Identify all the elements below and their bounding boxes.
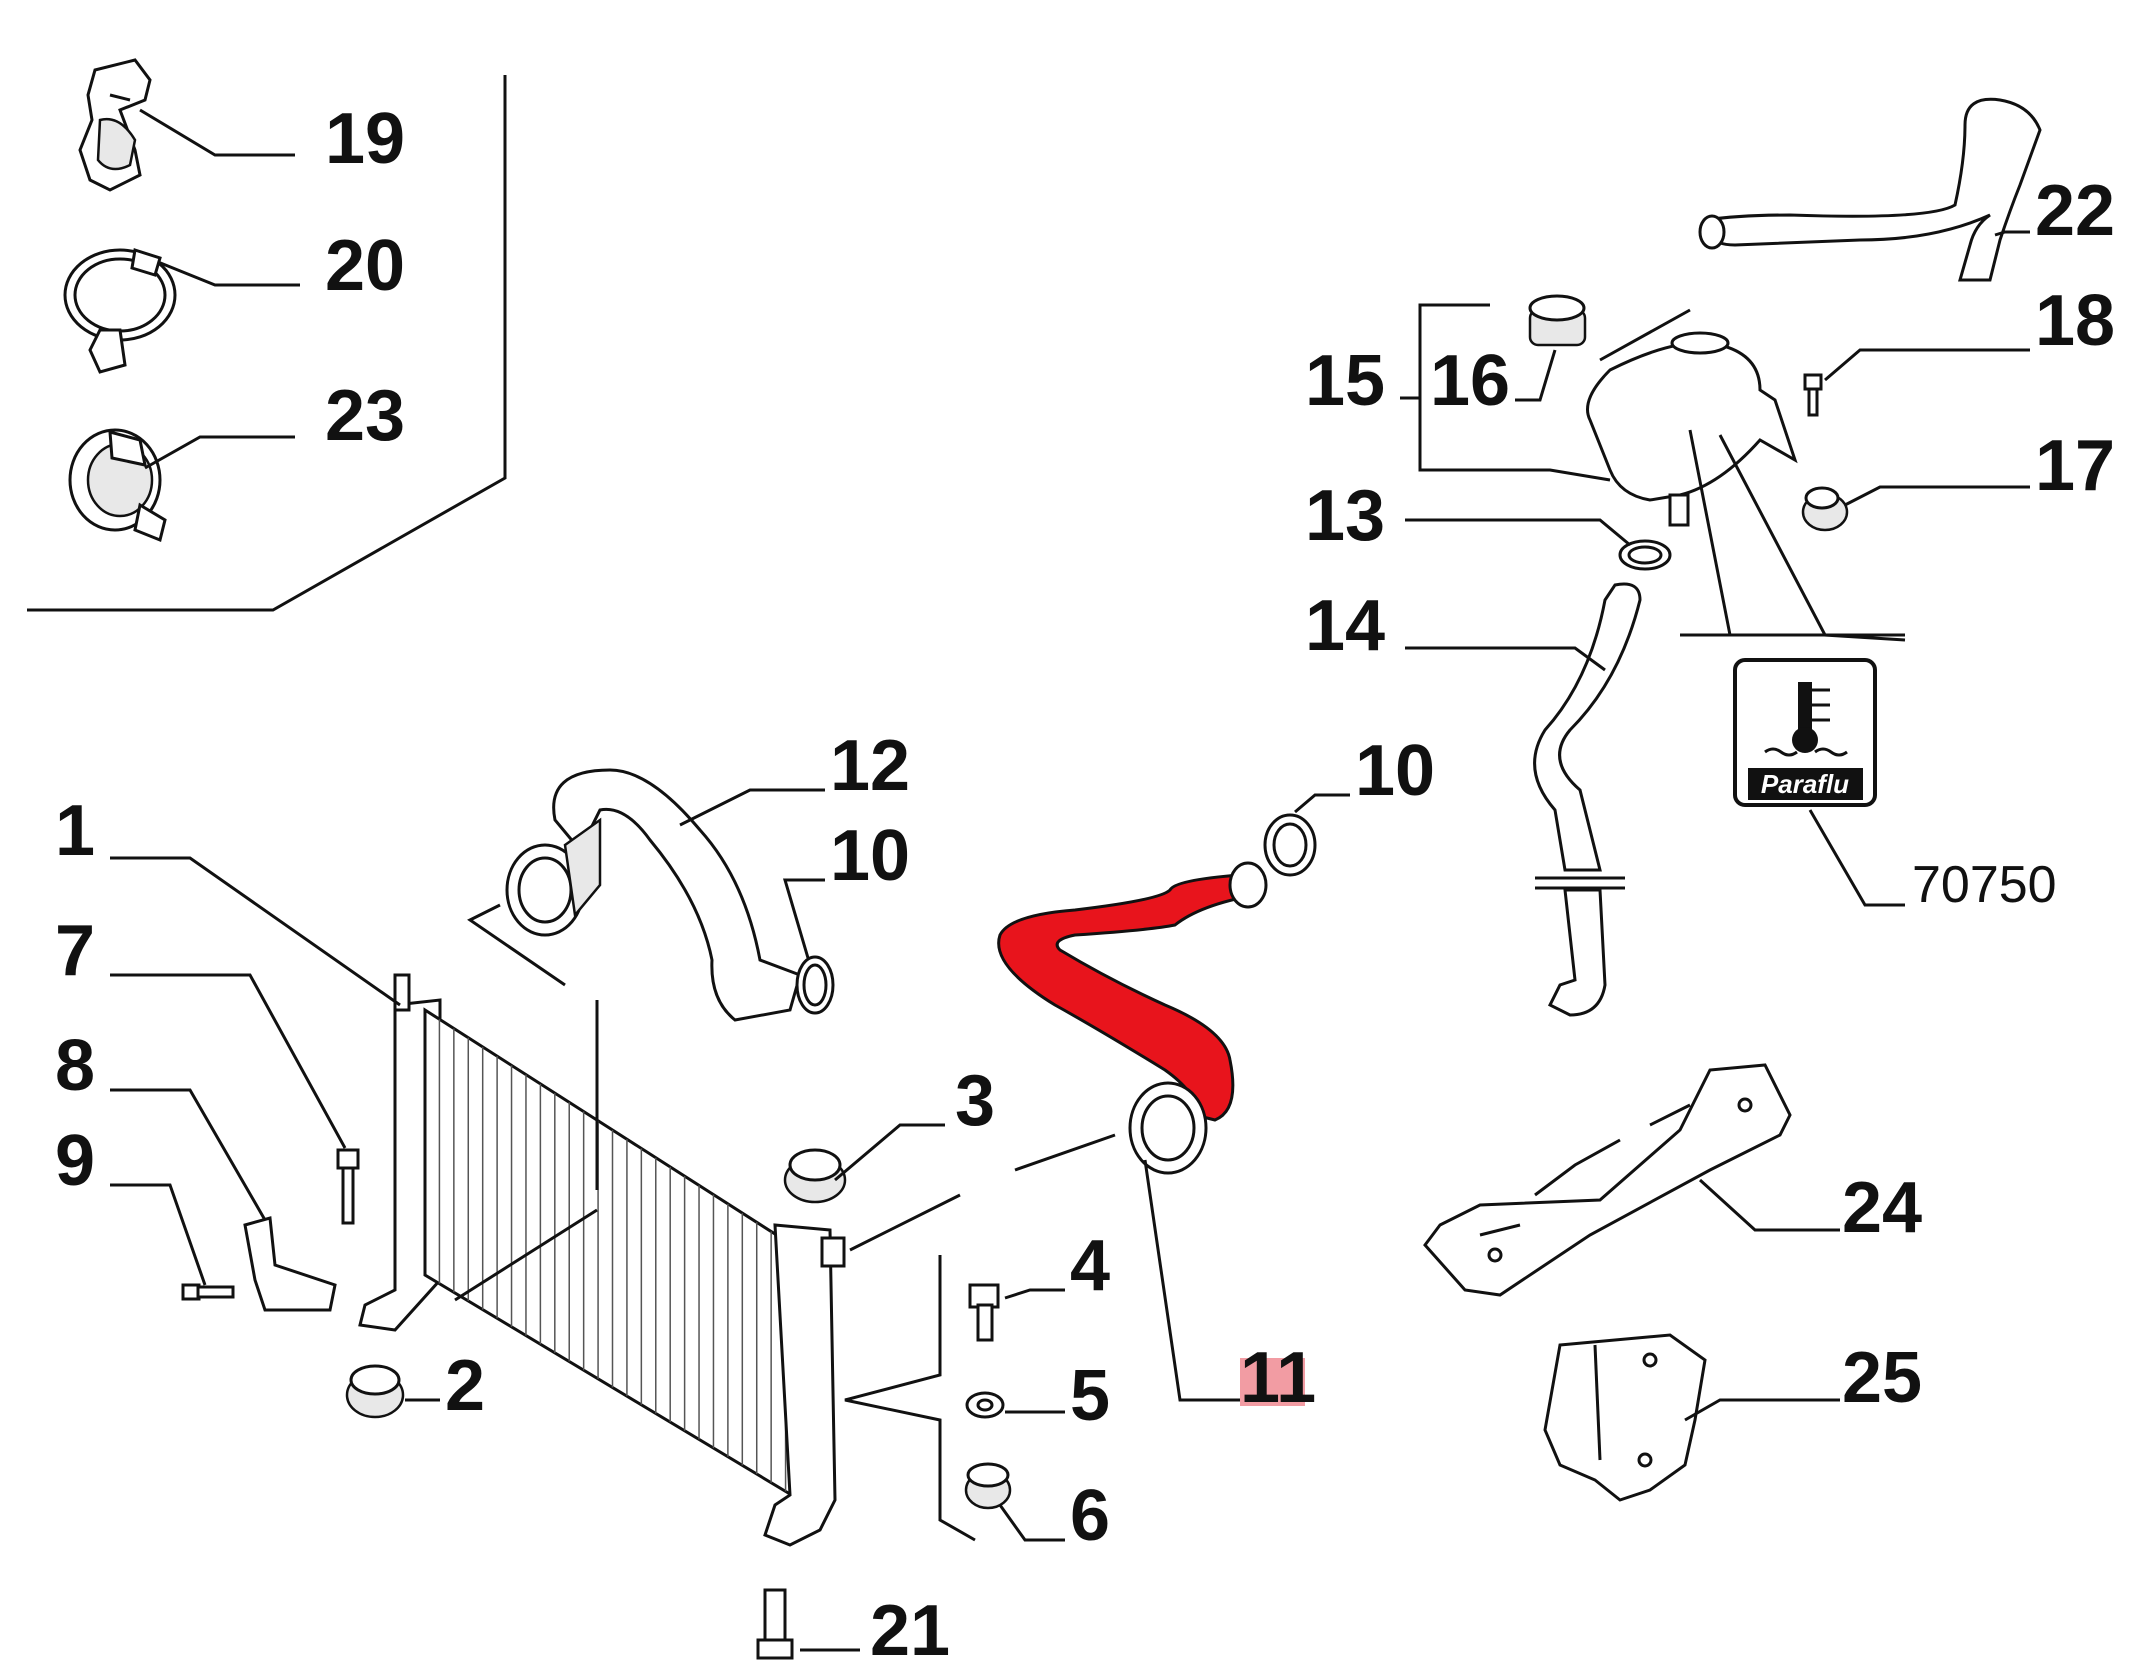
part-24-heat-shield[interactable] [1423,1063,1792,1297]
callout-13: 13 [1305,476,1385,556]
part-3-rubber-mount[interactable] [783,1148,847,1204]
part-21-bolt[interactable] [756,1588,794,1660]
part-20-hose-clamp[interactable] [63,248,177,374]
part-15-expansion-tank[interactable] [1586,331,1798,527]
part-10-clamp-left[interactable] [795,955,835,1015]
part-9-bolt[interactable] [181,1283,235,1301]
callout-12: 12 [830,726,910,806]
part-10-clamp-right[interactable] [1263,813,1317,877]
callout-1: 1 [55,791,95,871]
part-18-screw[interactable] [1803,373,1823,417]
part-12-upper-hose[interactable] [505,768,802,1022]
paraflu-logo-text: Paraflu [1761,769,1849,799]
part-13-clamp[interactable] [1618,539,1672,571]
callout-10-right: 10 [1355,731,1435,811]
thermometer-icon [1798,682,1812,737]
callout-11: 11 [1240,1338,1316,1418]
part-6-grommet[interactable] [964,1462,1012,1510]
callout-20: 20 [325,226,405,306]
callout-8: 8 [55,1026,95,1106]
part-23-clamp-ring[interactable] [68,428,167,543]
clip-group-frame [27,75,507,612]
part-2-rubber-mount[interactable] [345,1364,405,1419]
part-17-grommet[interactable] [1801,486,1849,532]
callout-15: 15 [1305,341,1385,421]
callout-9: 9 [55,1121,95,1201]
callout-7: 7 [55,911,95,991]
callout-25: 25 [1842,1338,1922,1418]
callout-19: 19 [325,99,405,179]
part-5-washer[interactable] [965,1391,1005,1419]
callout-18: 18 [2035,281,2115,361]
part-25-bracket[interactable] [1543,1333,1707,1502]
callout-24: 24 [1842,1168,1922,1248]
callout-6: 6 [1070,1476,1110,1556]
part-4-bolt[interactable] [968,1283,1000,1342]
callout-4: 4 [1070,1226,1110,1306]
callout-5: 5 [1070,1356,1110,1436]
callout-10-left: 10 [830,816,910,896]
callout-2: 2 [445,1346,485,1426]
part-8-bracket[interactable] [243,1216,337,1312]
part-1-radiator[interactable] [358,973,846,1547]
part-16-filler-cap[interactable] [1528,294,1587,347]
callout-16: 16 [1430,341,1510,421]
callout-3: 3 [955,1061,995,1141]
alignment-lines [454,903,1116,1302]
callout-70750: 70750 [1912,856,2057,914]
callout-23: 23 [325,376,405,456]
part-11-label-highlight [1240,1358,1305,1406]
callout-21: 21 [870,1591,950,1671]
part-22-overflow-hose[interactable] [1698,97,2042,282]
callout-17: 17 [2035,426,2115,506]
callout-22: 22 [2035,171,2115,251]
part-19-clip[interactable] [78,58,152,192]
part-7-bolt[interactable] [336,1148,360,1225]
part-11-lower-hose-highlighted[interactable] [997,861,1268,1175]
paraflu-coolant-logo: Paraflu [1733,658,1877,807]
part-14-tank-hose[interactable] [1533,582,1642,1017]
callout-14: 14 [1305,586,1385,666]
